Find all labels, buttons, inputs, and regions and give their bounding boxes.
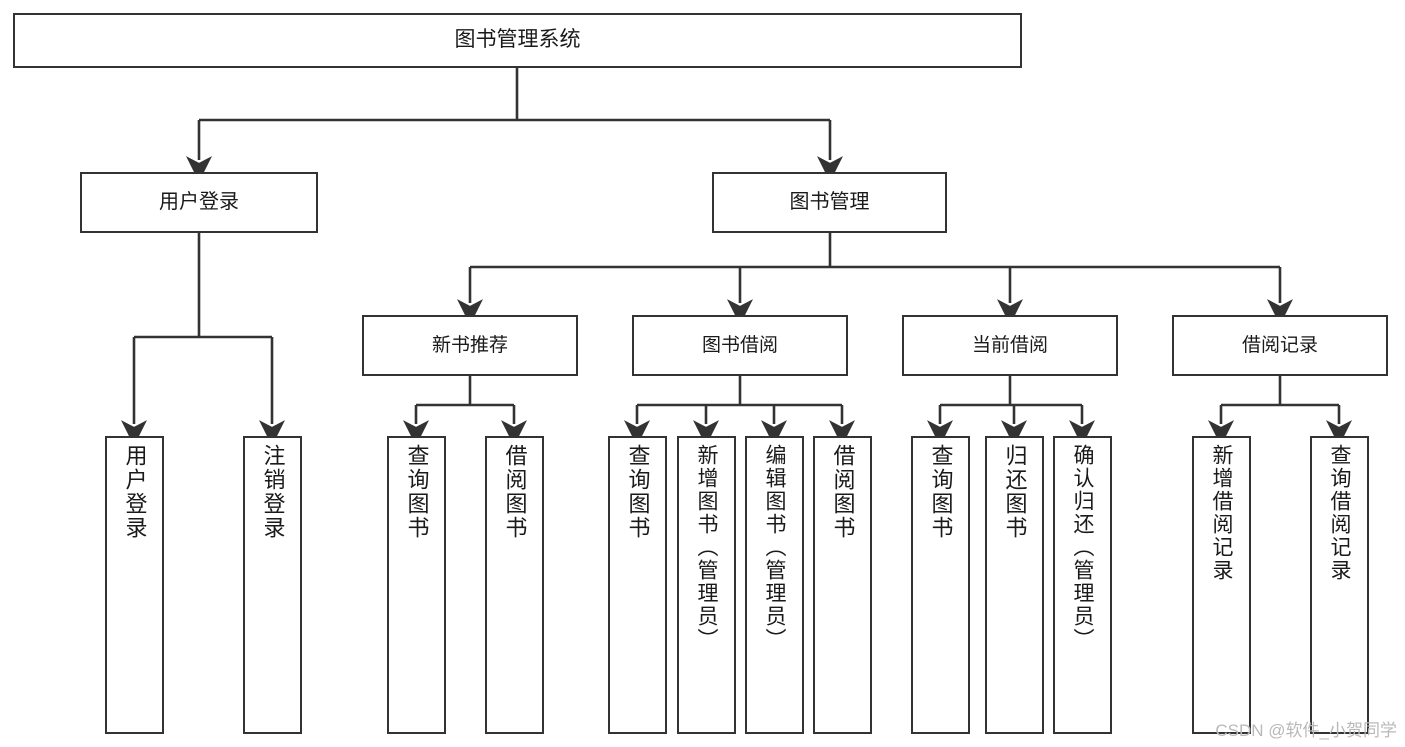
node-leaf-query-book-current[interactable]: 查询图书: [911, 436, 970, 734]
node-leaf-logout[interactable]: 注销登录: [243, 436, 302, 734]
node-label: 新书推荐: [431, 334, 508, 356]
node-leaf-edit-book[interactable]: 编辑图书（管理员）: [745, 436, 804, 734]
node-leaf-query-book-recommend[interactable]: 查询图书: [387, 436, 446, 734]
node-label: 当前借阅: [971, 334, 1048, 356]
node-current-borrow[interactable]: 当前借阅: [902, 315, 1118, 376]
node-leaf-confirm-return[interactable]: 确认归还（管理员）: [1053, 436, 1112, 734]
node-leaf-borrow-book[interactable]: 借阅图书: [813, 436, 872, 734]
node-leaf-add-borrow-record[interactable]: 新增借阅记录: [1192, 436, 1251, 734]
node-label: 借阅图书: [502, 444, 528, 540]
watermark-text: CSDN @软件_小贺同学: [1215, 721, 1397, 740]
node-label: 用户登录: [159, 191, 239, 213]
node-label: 图书借阅: [701, 334, 778, 356]
node-borrow-record[interactable]: 借阅记录: [1172, 315, 1388, 376]
node-label: 新增图书（管理员）: [695, 444, 718, 651]
node-label: 图书管理: [789, 191, 870, 213]
node-leaf-query-book-borrow[interactable]: 查询图书: [608, 436, 667, 734]
node-leaf-query-borrow-record[interactable]: 查询借阅记录: [1310, 436, 1369, 734]
node-label: 借阅记录: [1241, 334, 1318, 356]
node-label: 归还图书: [1002, 444, 1028, 540]
node-label: 用户登录: [122, 444, 148, 540]
node-label: 注销登录: [260, 444, 286, 540]
node-leaf-return-book[interactable]: 归还图书: [985, 436, 1044, 734]
node-leaf-add-book[interactable]: 新增图书（管理员）: [677, 436, 736, 734]
node-label: 查询图书: [928, 444, 954, 540]
node-label: 借阅图书: [830, 444, 856, 540]
node-label: 查询图书: [404, 444, 430, 540]
node-root-system[interactable]: 图书管理系统: [13, 13, 1022, 68]
node-label: 图书管理系统: [454, 28, 581, 52]
node-new-book-recommend[interactable]: 新书推荐: [362, 315, 578, 376]
node-label: 查询借阅记录: [1328, 444, 1351, 582]
node-user-login[interactable]: 用户登录: [80, 172, 318, 233]
node-label: 新增借阅记录: [1210, 444, 1233, 582]
node-label: 查询图书: [625, 444, 651, 540]
node-book-manage[interactable]: 图书管理: [712, 172, 947, 233]
node-book-borrow[interactable]: 图书借阅: [632, 315, 848, 376]
node-label: 确认归还（管理员）: [1071, 444, 1094, 651]
node-label: 编辑图书（管理员）: [763, 444, 786, 651]
node-leaf-user-login[interactable]: 用户登录: [105, 436, 164, 734]
node-leaf-borrow-book-recommend[interactable]: 借阅图书: [485, 436, 544, 734]
